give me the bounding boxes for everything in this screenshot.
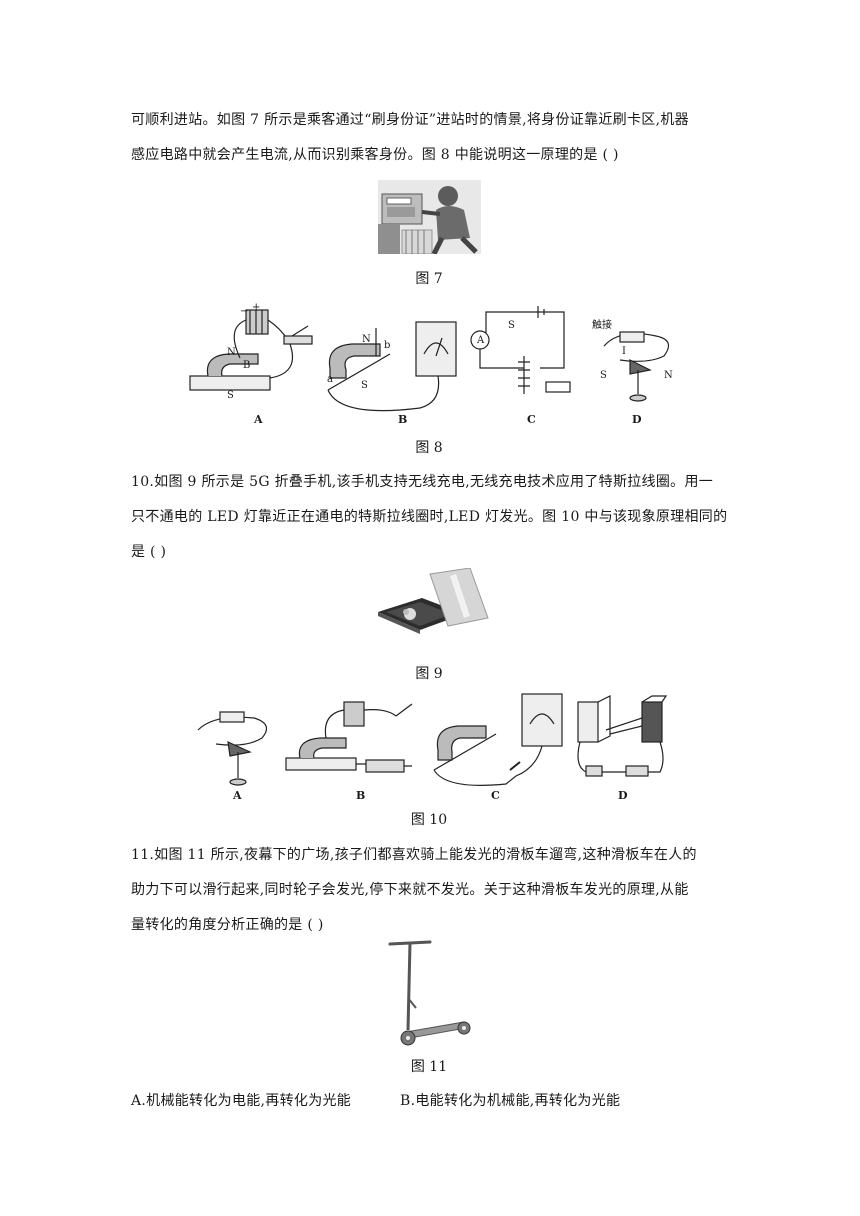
fig8-b-label-a: a [327,374,333,385]
fig8-b-label-b: b [384,340,391,351]
fig8-d-current-label: I [622,346,626,357]
figure11-image [386,938,476,1048]
q11-line-3: 量转化的角度分析正确的是 ( ) [131,917,324,933]
figure10-diagram [190,690,670,792]
fig10-option-b: B [356,789,366,802]
figure10-caption: 图 10 [410,812,448,828]
fig8-circuit-d [603,331,670,402]
fig8-circuit-b [327,321,457,412]
fig10-option-c: C [491,789,500,802]
fig8-b-label-n: N [362,334,371,345]
q9-line-1: 可顺利进站。如图 7 所示是乘客通过“刷身份证”进站时的情景,将身份证靠近刷卡区… [131,112,689,128]
fig8-a-plus: + [252,302,261,313]
figure7-caption: 图 7 [415,271,443,287]
fig8-d-label-s: S [600,370,607,381]
fig8-option-b: B [398,413,408,426]
q10-line-2: 只不通电的 LED 灯靠近正在通电的特斯拉线圈时,LED 灯发光。图 10 中与… [131,509,728,525]
fig8-option-c: C [527,413,536,426]
fig8-d-label-n: N [664,370,673,381]
q9-line-2: 感应电路中就会产生电流,从而识别乘客身份。图 8 中能说明这一原理的是 ( ) [131,147,619,163]
q11-line-1: 11.如图 11 所示,夜幕下的广场,孩子们都喜欢骑上能发光的滑板车遛弯,这种滑… [131,847,697,863]
fig8-a-label-b: B [243,360,251,371]
figure8-caption: 图 8 [415,440,443,456]
fig8-option-d: D [632,413,642,426]
answer-option-b: B.电能转化为机械能,再转化为光能 [400,1093,621,1109]
fig10-circuit-a [197,711,268,786]
q11-line-2: 助力下可以滑行起来,同时轮子会发光,停下来就不发光。关于这种滑板车发光的原理,从… [131,882,689,898]
q10-line-3: 是 ( ) [131,544,167,560]
fig8-b-label-s: S [361,380,368,391]
answer-option-a: A.机械能转化为电能,再转化为光能 [131,1093,352,1109]
q10-line-1: 10.如图 9 所示是 5G 折叠手机,该手机支持无线充电,无线充电技术应用了特… [131,474,714,490]
figure11-caption: 图 11 [410,1059,448,1075]
fig8-option-a: A [254,413,263,426]
fig8-c-ammeter-label: A [477,335,485,346]
fig8-circuit-a [189,309,313,391]
fig8-circuit-c [470,306,571,394]
fig10-circuit-c [433,693,563,786]
fig8-a-label-n: N [227,347,236,358]
figure7-image [378,180,481,254]
fig10-option-a: A [233,789,242,802]
fig8-d-touch-label: 触接 [592,320,612,331]
fig10-circuit-d [577,695,668,777]
figure9-caption: 图 9 [415,666,443,682]
fig8-a-minus: − [240,306,249,317]
figure9-image [372,568,492,646]
fig8-c-label-s: S [508,320,515,331]
fig8-a-label-s: S [227,390,234,401]
fig10-option-d: D [618,789,628,802]
fig10-circuit-b [285,701,413,773]
figure8-diagram [180,298,700,430]
